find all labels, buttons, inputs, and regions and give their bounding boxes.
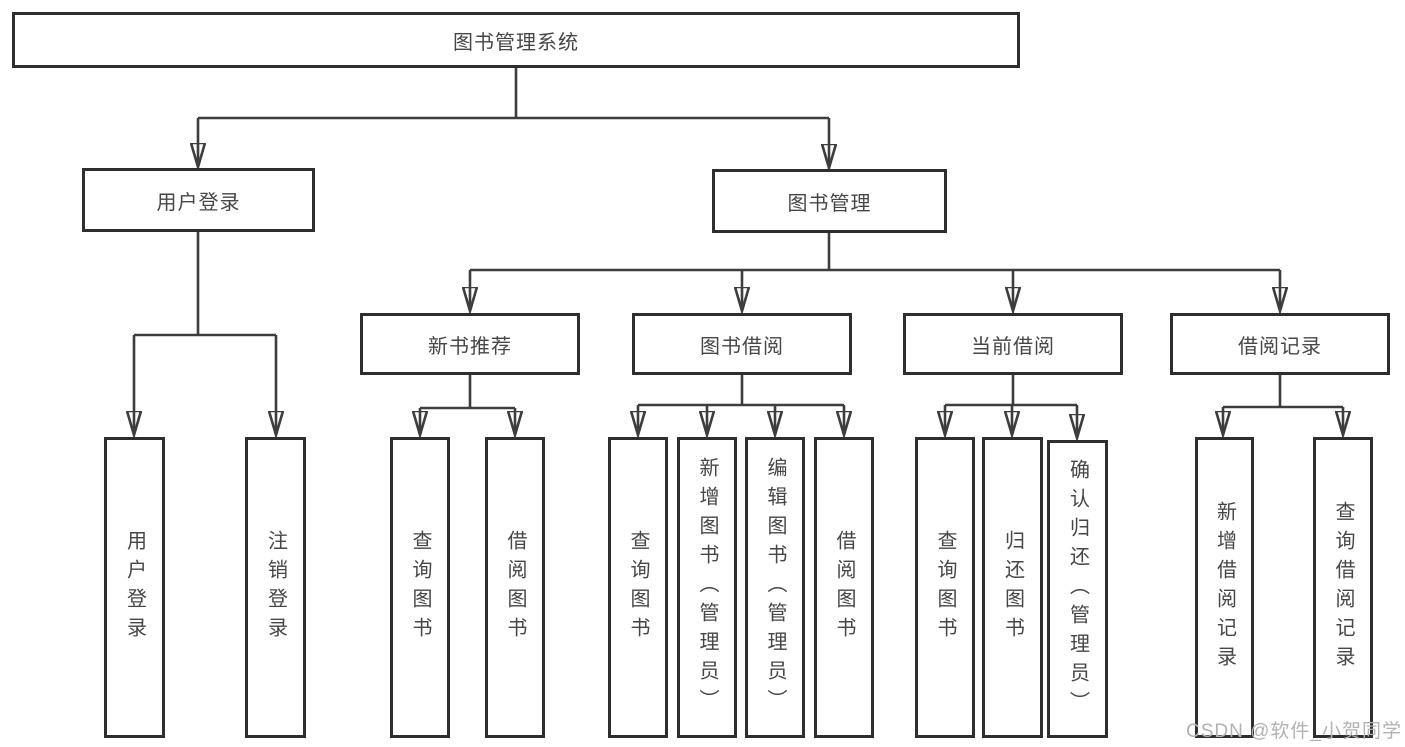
node-current-borrow-label: 当前借阅 <box>971 335 1055 358</box>
leaf-logout-label: 注销登录 <box>264 529 287 646</box>
node-user-login-label: 用户登录 <box>156 191 241 214</box>
node-book-borrow: 图书借阅 <box>632 313 852 375</box>
leaf-br-query-record-label: 查询借阅记录 <box>1332 500 1354 675</box>
node-current-borrow: 当前借阅 <box>903 313 1123 375</box>
leaf-cb-confirm-return-admin-label: 确认归还（管理员） <box>1066 458 1089 720</box>
leaf-user-login-label: 用户登录 <box>123 529 146 646</box>
leaf-cb-return-books: 归还图书 <box>982 437 1043 738</box>
leaf-bb-borrow-books-label: 借阅图书 <box>833 529 855 646</box>
node-root-system: 图书管理系统 <box>12 12 1020 68</box>
leaf-nb-borrow-books-label: 借阅图书 <box>504 529 526 646</box>
leaf-user-login: 用户登录 <box>104 437 165 738</box>
leaf-nb-borrow-books: 借阅图书 <box>485 437 545 738</box>
leaf-cb-query-books: 查询图书 <box>915 437 975 738</box>
csdn-watermark: CSDN @软件_小贺同学 <box>1186 721 1402 742</box>
leaf-bb-edit-books-admin: 编辑图书（管理员） <box>745 437 805 738</box>
leaf-bb-query-books: 查询图书 <box>608 437 668 738</box>
leaf-br-add-record-label: 新增借阅记录 <box>1213 500 1236 675</box>
leaf-bb-borrow-books: 借阅图书 <box>814 437 874 738</box>
leaf-bb-query-books-label: 查询图书 <box>627 529 649 646</box>
node-user-login: 用户登录 <box>82 168 315 232</box>
leaf-cb-confirm-return-admin: 确认归还（管理员） <box>1047 440 1108 738</box>
node-borrow-record: 借阅记录 <box>1170 313 1390 375</box>
leaf-nb-query-books-label: 查询图书 <box>409 529 431 646</box>
leaf-cb-return-books-label: 归还图书 <box>1001 529 1024 646</box>
leaf-nb-query-books: 查询图书 <box>390 437 450 738</box>
leaf-bb-add-books-admin: 新增图书（管理员） <box>677 437 737 738</box>
leaf-br-query-record: 查询借阅记录 <box>1313 437 1373 738</box>
node-new-book-recommend: 新书推荐 <box>360 313 580 375</box>
node-book-management-label: 图书管理 <box>787 192 872 215</box>
node-book-management: 图书管理 <box>712 169 947 233</box>
leaf-logout: 注销登录 <box>245 437 306 738</box>
leaf-bb-add-books-admin-label: 新增图书（管理员） <box>696 457 718 718</box>
leaf-br-add-record: 新增借阅记录 <box>1195 437 1254 738</box>
node-book-borrow-label: 图书借阅 <box>700 335 784 358</box>
leaf-cb-query-books-label: 查询图书 <box>934 529 956 646</box>
node-root-label: 图书管理系统 <box>453 31 579 54</box>
node-borrow-record-label: 借阅记录 <box>1238 335 1322 358</box>
node-new-book-recommend-label: 新书推荐 <box>428 335 512 358</box>
leaf-bb-edit-books-admin-label: 编辑图书（管理员） <box>764 457 786 718</box>
